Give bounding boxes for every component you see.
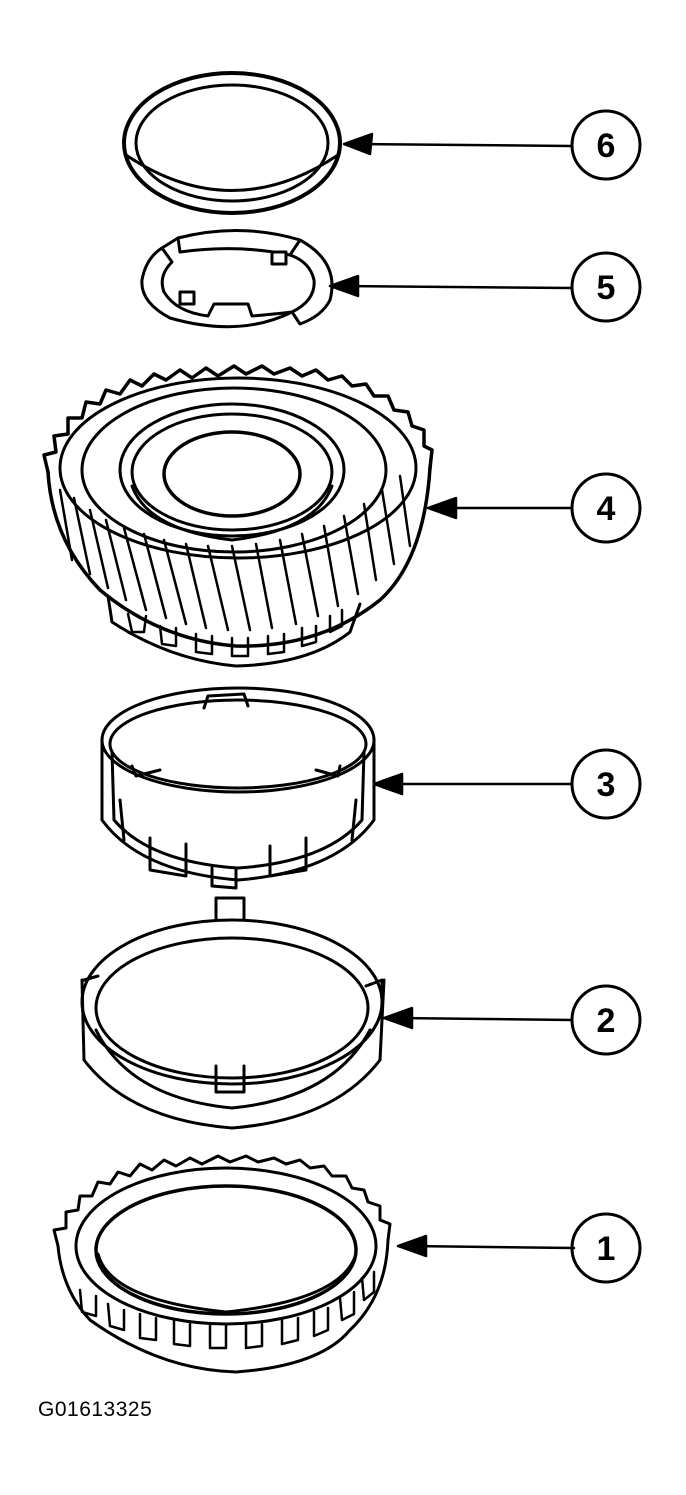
arrow-2 — [382, 1006, 574, 1030]
arrow-1 — [396, 1234, 576, 1258]
arrow-5 — [328, 274, 574, 298]
arrow-3 — [372, 772, 574, 796]
callout-5: 5 — [570, 251, 642, 323]
callout-5-label: 5 — [597, 269, 616, 307]
callouts: 6 5 4 3 2 1 — [570, 109, 642, 1284]
part-2-cone-ring — [80, 896, 386, 1130]
arrow-4 — [426, 496, 574, 520]
callout-1: 1 — [570, 1212, 642, 1284]
part-3-synchro-ring — [100, 686, 376, 890]
callout-4: 4 — [570, 472, 642, 544]
part-5-split-ring — [140, 229, 334, 329]
leader-arrows — [328, 132, 576, 1258]
callout-2: 2 — [570, 984, 642, 1056]
callout-4-label: 4 — [597, 490, 616, 528]
part-6-ring — [122, 71, 342, 215]
arrow-6 — [342, 132, 574, 156]
part-4-helical-gear — [42, 364, 434, 668]
callout-3: 3 — [570, 748, 642, 820]
part-1-toothed-ring — [52, 1154, 392, 1374]
callout-6: 6 — [570, 109, 642, 181]
callout-6-label: 6 — [597, 127, 616, 165]
callout-1-label: 1 — [597, 1230, 616, 1268]
callout-2-label: 2 — [597, 1002, 616, 1040]
figure-id: G01613325 — [38, 1398, 153, 1421]
callout-3-label: 3 — [597, 766, 616, 804]
